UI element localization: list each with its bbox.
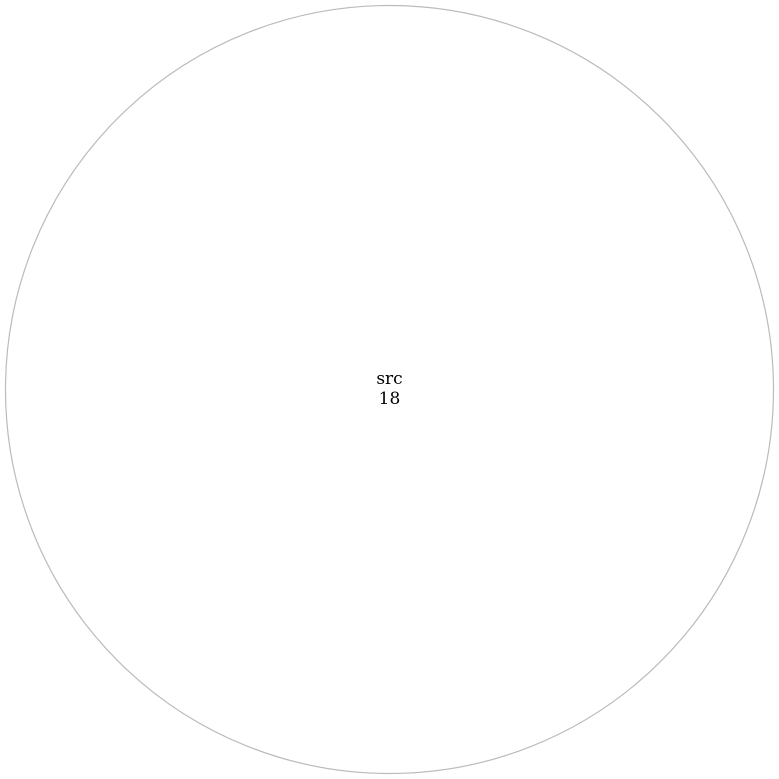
node-circle xyxy=(4,4,775,775)
node-value: 18 xyxy=(379,389,401,409)
node-label: src xyxy=(376,369,402,389)
node-src: src 18 xyxy=(4,4,775,775)
